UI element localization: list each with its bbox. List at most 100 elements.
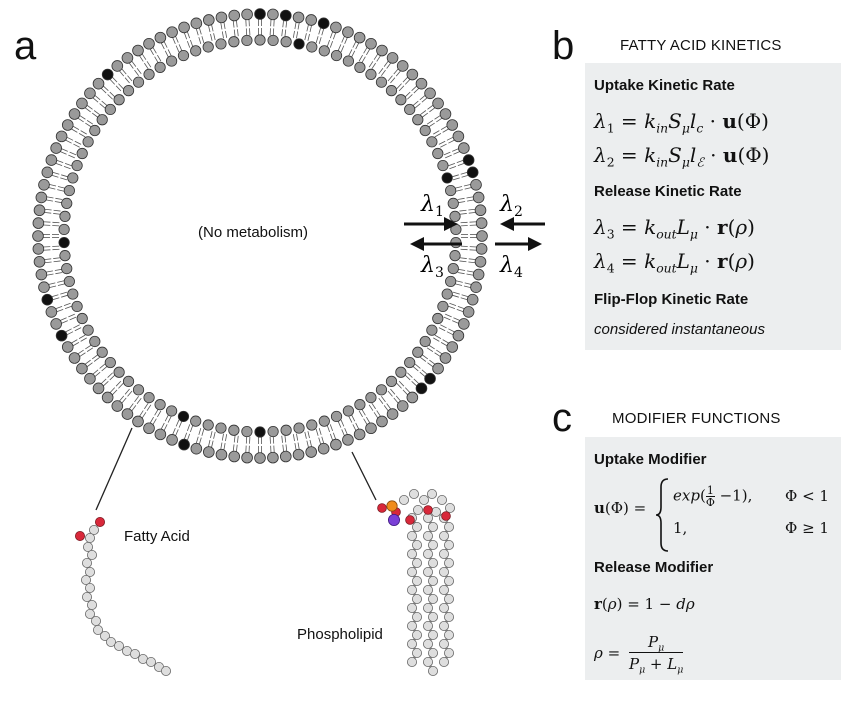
carbon-atom [406, 639, 417, 650]
lipid-tail [77, 117, 84, 123]
phospholipid-head [166, 26, 178, 38]
lipid-tail [315, 428, 319, 436]
phospholipid-head [89, 335, 101, 348]
lipid-tail [102, 85, 109, 92]
lipid-tail [84, 107, 91, 113]
lipid-tail [309, 439, 312, 447]
phospholipid-head [449, 210, 461, 222]
lipid-tail [146, 61, 152, 68]
carbon-atom [93, 625, 104, 636]
phospholipid-head [50, 142, 62, 154]
lipid-tail [79, 352, 86, 357]
lipid-tail [167, 49, 172, 56]
carbon-atom [443, 594, 454, 605]
carbon-atom [89, 525, 100, 536]
lipid-tail [225, 434, 228, 442]
lipid-tail [48, 187, 56, 190]
carbon-atom [427, 612, 438, 623]
carbon-atom [422, 639, 433, 650]
lipid-tail [163, 424, 168, 431]
lipid-tail [294, 21, 297, 29]
lipid-tail [371, 62, 376, 70]
carbon-atom [422, 621, 433, 632]
lipid-tail [341, 429, 345, 437]
lipid-tail [51, 174, 59, 178]
lipid-tail [402, 76, 409, 83]
phospholipid-head [342, 405, 354, 417]
lipid-tail [213, 431, 216, 439]
carbon-atom [406, 657, 417, 668]
phospholipid-head [439, 108, 452, 120]
lipid-tail [201, 36, 205, 44]
lipid-tail [115, 380, 122, 387]
lipid-tail [53, 260, 61, 263]
lipid-tail [160, 422, 165, 430]
lipid-tail [285, 444, 288, 452]
phospholipid-head [61, 197, 73, 209]
phospholipid-head [342, 434, 354, 446]
lipid-tail [452, 320, 459, 324]
lipid-tail [453, 151, 461, 155]
phospholipid-head [63, 275, 75, 288]
lipid-tail [107, 372, 113, 378]
lambda2-label: λ2 [499, 192, 523, 220]
phospholipid-head [111, 60, 124, 72]
phospholipid-head [447, 263, 459, 275]
lipid-tail [74, 327, 82, 332]
lipid-tail [448, 139, 455, 144]
lipid-tail [172, 37, 176, 44]
lipid-tail [352, 41, 357, 48]
phospholipid-head [280, 424, 292, 436]
carbon-atom [406, 603, 417, 614]
lipid-tail [152, 418, 157, 425]
lipid-tail [189, 39, 194, 47]
release-modifier-equation: r(ρ) = 1 − dρ [594, 595, 695, 613]
lipid-tail [348, 416, 353, 423]
lipid-tail [393, 68, 399, 75]
lipid-tail [398, 380, 405, 387]
fatty-acid-head [293, 38, 305, 50]
lipid-tail [44, 208, 52, 211]
lipid-tail [208, 25, 211, 33]
lipid-tail [341, 35, 345, 43]
lipid-tail [54, 268, 62, 271]
phospholipid-head [292, 448, 305, 461]
phospholipid-head [419, 335, 431, 348]
lipid-tail [404, 387, 411, 394]
lipid-tail [429, 359, 436, 365]
lipid-tail [141, 53, 147, 60]
lipid-tail [318, 37, 322, 45]
lipid-tail [46, 196, 54, 199]
lipid-tail [426, 347, 434, 352]
phospholipid-head [404, 103, 416, 116]
carbon-atom [427, 630, 438, 641]
lipid-tail [178, 421, 183, 428]
carbon-atom [81, 575, 92, 586]
carbon-atom [443, 612, 454, 623]
lipid-tail [429, 107, 436, 113]
phospholipid-head [476, 230, 488, 242]
lipid-tail [57, 189, 65, 192]
uptake-rate-header: Uptake Kinetic Rate [594, 77, 735, 94]
carbon-atom [411, 540, 422, 551]
lipid-tail [235, 20, 238, 28]
phospholipid-head [203, 14, 215, 26]
lipid-tail [459, 257, 467, 259]
lipid-tail [332, 432, 337, 440]
lipid-tail [91, 112, 99, 118]
phospholipid-head [449, 250, 461, 262]
lipid-tail [292, 434, 295, 442]
lipid-tail [63, 302, 71, 307]
carbon-atom [422, 657, 433, 668]
carbon-atom [91, 616, 102, 627]
phospholipid-head [104, 356, 116, 369]
phospholipid-head [452, 329, 465, 342]
lipid-tail [73, 324, 80, 329]
lipid-tail [68, 313, 75, 318]
carbon-atom [443, 576, 454, 587]
phospholipid-head [432, 312, 444, 325]
lipid-tail [318, 437, 322, 445]
phospholipid-head [111, 400, 124, 412]
lipid-tail [157, 410, 162, 418]
lipid-tail [390, 77, 396, 84]
